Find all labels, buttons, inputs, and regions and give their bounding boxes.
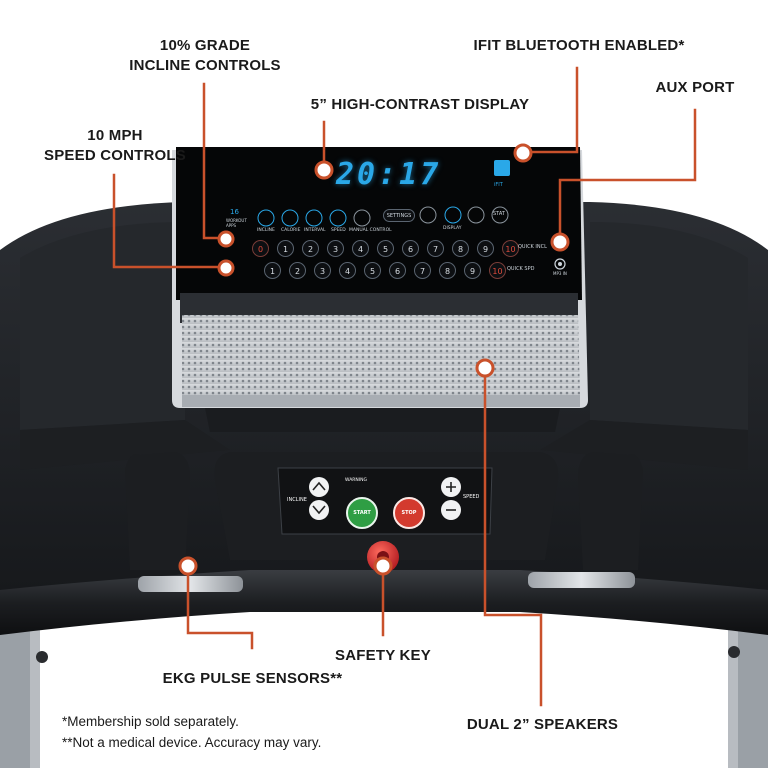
incline-key[interactable]: 0 [252,240,269,257]
warning-label: WARNING [345,478,367,483]
display-clock: 20:17 [336,157,442,192]
mode-incline[interactable]: INCLINE [257,228,275,233]
workout-apps-label: WORKOUT APPS [226,218,247,228]
mode-interval[interactable]: INTERVAL [304,228,326,233]
incline-key[interactable]: 6 [402,240,419,257]
speed-key[interactable]: 8 [439,262,456,279]
aux-label: MP3 IN [553,271,567,276]
ifit-logo: iFIT [494,182,503,188]
callout-speakers: DUAL 2” SPEAKERS [466,716,619,733]
speaker-grille [182,315,580,395]
footnote-membership: *Membership sold separately. [62,714,239,729]
speed-key[interactable]: 10 [489,262,506,279]
start-button-label[interactable]: START [353,510,371,516]
speed-key[interactable]: 5 [364,262,381,279]
incline-down-button [309,500,329,520]
workout-count: 16 [230,208,239,216]
incline-key[interactable]: 1 [277,240,294,257]
footnote-medical: **Not a medical device. Accuracy may var… [62,735,322,750]
callout-aux-port: AUX PORT [655,79,735,96]
speed-key[interactable]: 7 [414,262,431,279]
speed-key[interactable]: 4 [339,262,356,279]
quick-incline-label: QUICK INCL [518,244,547,250]
speed-key[interactable]: 9 [464,262,481,279]
handlebar-speed-label: SPEED [463,494,480,500]
incline-up-button [309,477,329,497]
callout-markers [178,143,570,576]
display-panel [176,147,582,300]
callout-speed-controls: 10 MPH SPEED CONTROLS [44,127,186,164]
quick-speed-label: QUICK SPD [507,266,535,272]
incline-key[interactable]: 9 [477,240,494,257]
speed-key[interactable]: 3 [314,262,331,279]
settings-button[interactable]: SETTINGS [383,209,415,222]
incline-key[interactable]: 5 [377,240,394,257]
callout-leaders [112,66,697,707]
stat-button[interactable]: STAT [493,211,505,217]
mode-manual-control[interactable]: MANUAL CONTROL [349,228,392,233]
start-button [346,497,378,529]
speed-key[interactable]: 2 [289,262,306,279]
incline-key[interactable]: 2 [302,240,319,257]
callout-bluetooth: IFIT BLUETOOTH ENABLED* [473,37,685,54]
stop-button [393,497,425,529]
speed-key[interactable]: 1 [264,262,281,279]
ifit-icon [494,160,510,176]
callout-display: 5” HIGH-CONTRAST DISPLAY [310,96,530,113]
callout-safety-key: SAFETY KEY [335,647,431,664]
incline-key[interactable]: 3 [327,240,344,257]
ekg-sensor-right [528,572,635,588]
incline-key[interactable]: 4 [352,240,369,257]
ekg-sensor-left [138,576,243,592]
handlebar-incline-label: INCLINE [287,497,307,503]
aux-port-icon [554,258,566,270]
mode-speed[interactable]: SPEED [331,228,346,233]
callout-ekg-sensors: EKG PULSE SENSORS** [162,670,343,687]
display-button-label[interactable]: DISPLAY [443,226,462,231]
incline-key[interactable]: 8 [452,240,469,257]
mode-calorie[interactable]: CALORIE [281,228,301,233]
callout-incline-controls: 10% GRADE INCLINE CONTROLS [129,37,281,74]
incline-key[interactable]: 10 [502,240,519,257]
speed-key[interactable]: 6 [389,262,406,279]
stop-button-label[interactable]: STOP [401,510,417,516]
incline-key[interactable]: 7 [427,240,444,257]
